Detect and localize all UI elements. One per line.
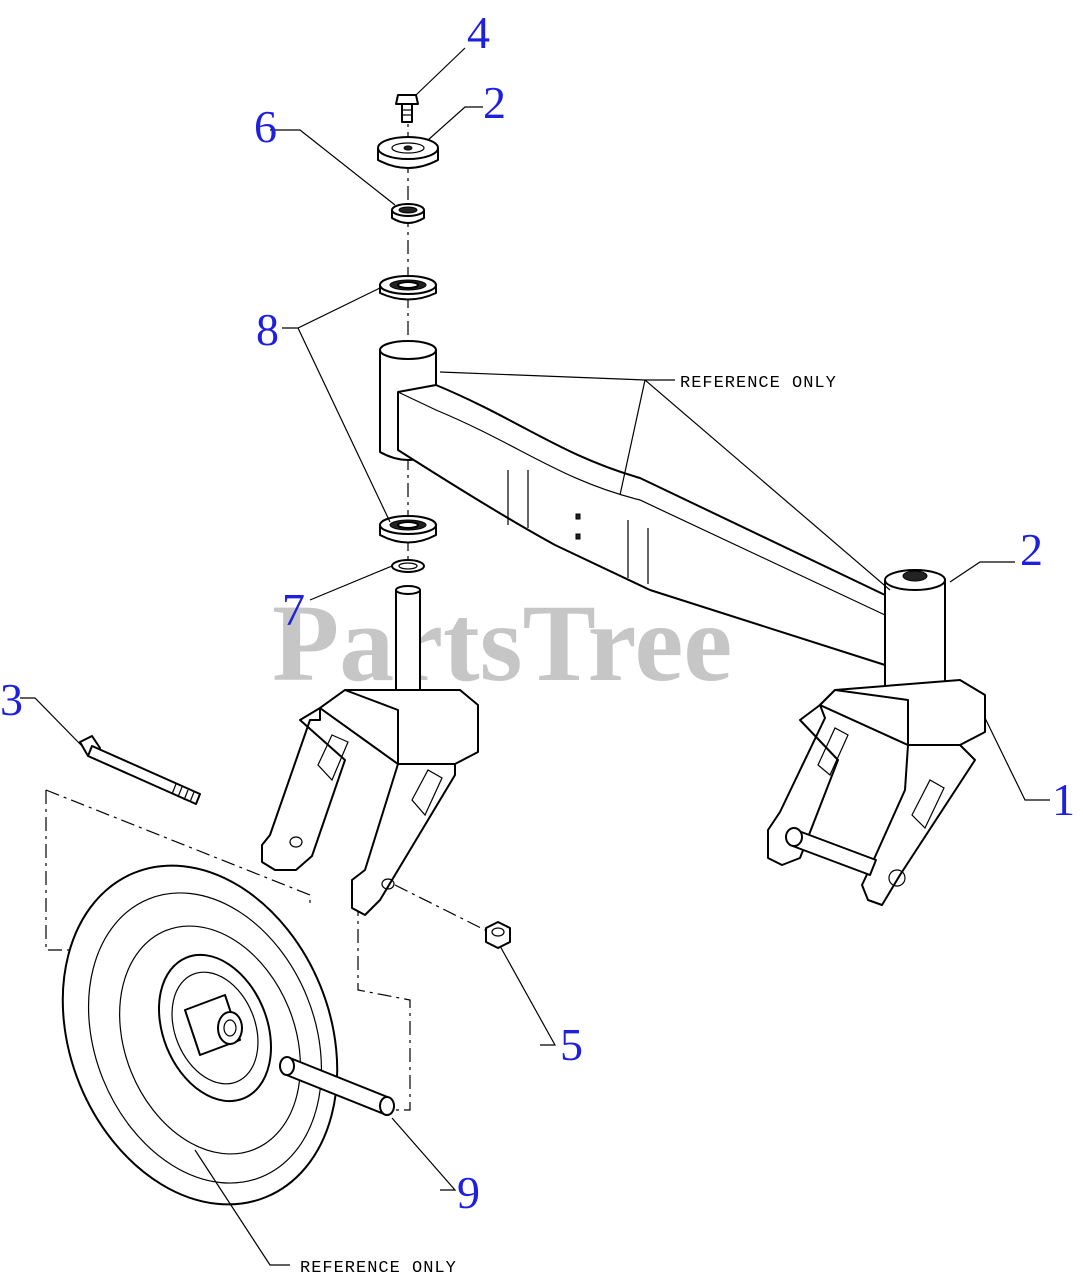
callout-2-right: 2 xyxy=(1020,524,1043,575)
assembly-centerlines xyxy=(45,105,496,1111)
part-4-bolt xyxy=(395,94,419,123)
callout-6: 6 xyxy=(254,101,277,152)
callout-3: 3 xyxy=(0,674,23,725)
part-6-bearing xyxy=(391,203,425,224)
callout-2-upper: 2 xyxy=(483,77,506,128)
callout-9: 9 xyxy=(457,1167,480,1218)
watermark: PartsTree TM xyxy=(272,582,801,704)
callout-8: 8 xyxy=(256,304,279,355)
part-1-caster-fork xyxy=(767,679,986,906)
callout-labels: 4 2 6 8 7 3 2 1 5 9 xyxy=(0,7,1075,1218)
part-2-dust-cap xyxy=(377,136,439,169)
reference-notes: REFERENCE ONLY REFERENCE ONLY xyxy=(300,374,837,1278)
part-8-bearing-upper xyxy=(379,275,437,301)
left-caster-fork xyxy=(261,585,479,916)
callout-5: 5 xyxy=(560,1019,583,1070)
part-7-washer xyxy=(391,559,425,573)
reference-note-upper: REFERENCE ONLY xyxy=(680,374,837,393)
part-3-axle-bolt xyxy=(79,735,201,805)
callout-7: 7 xyxy=(282,584,305,635)
callout-4: 4 xyxy=(467,7,490,58)
callout-1: 1 xyxy=(1052,774,1075,825)
wheel-reference xyxy=(61,864,339,1206)
leader-lines xyxy=(20,47,1050,1266)
axle-beam-reference xyxy=(379,340,946,698)
reference-note-lower: REFERENCE ONLY xyxy=(300,1259,457,1278)
part-5-nut xyxy=(485,921,511,949)
watermark-text: PartsTree xyxy=(272,582,732,704)
part-9-spacer xyxy=(279,1056,395,1116)
part-8-bearing-lower xyxy=(379,515,437,544)
